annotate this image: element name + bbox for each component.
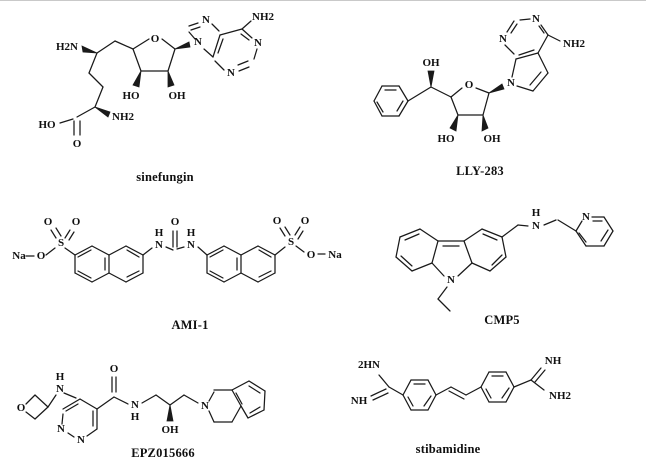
compound-name-cmp5: CMP5 [484, 313, 520, 327]
atom-label-h-amide: H [131, 411, 140, 423]
atom-label-nh-left: NH [351, 395, 368, 407]
atom-label-o-s-right-1: O [273, 215, 282, 227]
atom-label-nh2-right: NH2 [549, 390, 572, 402]
atom-label-ring-o: O [465, 79, 474, 91]
atom-label-n3: N [532, 13, 540, 25]
epz015666-bonds [25, 376, 266, 438]
atom-label-nh2-adenine: NH2 [252, 11, 275, 23]
lly283-bonds [373, 18, 561, 132]
stibamidine-structure: 2HN NH NH NH2 stibamidine [351, 355, 572, 456]
atom-label-n-pyrrole: N [507, 77, 515, 89]
atom-label-n1: N [254, 37, 262, 49]
epz015666-structure: O N H N N O N H OH N EPZ015666 [17, 363, 266, 460]
cmp5-structure: N N H N CMP5 [395, 207, 614, 327]
atom-label-ring-o: O [151, 33, 160, 45]
atom-label-o-oxetane: O [17, 402, 26, 414]
ami1-bonds [25, 226, 326, 283]
stibamidine-bonds [370, 367, 546, 411]
atom-label-oh-chain: OH [161, 424, 179, 436]
atom-label-ho-ribose: HO [437, 133, 455, 145]
atom-label-o-na-left: O [37, 250, 46, 262]
atom-label-h-urea-right: H [187, 227, 196, 239]
sinefungin-bonds [59, 20, 258, 136]
atom-label-n-carbazole: N [447, 274, 455, 286]
atom-label-o-na-right: O [307, 249, 316, 261]
atom-label-oh-ribose: OH [168, 90, 186, 102]
atom-label-o-urea: O [171, 216, 180, 228]
atom-label-n-urea-left: N [155, 239, 163, 251]
atom-label-h-amine: H [532, 207, 541, 219]
compound-name-lly283: LLY-283 [456, 164, 504, 178]
atom-label-oh-ribose: OH [483, 133, 501, 145]
lly283-structure: OH O HO OH N N N NH2 LLY-283 [373, 13, 586, 178]
atom-label-h-urea-left: H [155, 227, 164, 239]
atom-label-nh2: NH2 [563, 38, 586, 50]
atom-label-n-pyrimidine-2: N [77, 434, 85, 446]
atom-label-n-amino: N [56, 383, 64, 395]
sinefungin-structure: H2N O HO OH N N N N NH2 NH2 HO O sinefun… [38, 11, 275, 184]
atom-label-o-s-right-2: O [301, 215, 310, 227]
atom-label-o-s-left-1: O [44, 216, 53, 228]
ami1-structure: Na O S O O N H O N H S O O O Na AMI-1 [12, 215, 342, 332]
atom-label-o-acid: O [73, 138, 82, 150]
atom-label-n-pyridine: N [582, 211, 590, 223]
atom-label-na-left: Na [12, 250, 26, 262]
atom-label-n-amine: N [532, 220, 540, 232]
compound-name-stibamidine: stibamidine [416, 442, 481, 456]
atom-label-n-amide: N [131, 399, 139, 411]
atom-label-o-s-left-2: O [72, 216, 81, 228]
atom-label-n-thiq: N [201, 400, 209, 412]
atom-label-na-right: Na [328, 249, 342, 261]
atom-label-n7: N [202, 14, 210, 26]
atom-label-ho-acid: HO [38, 119, 56, 131]
atom-label-s-left: S [58, 237, 64, 249]
atom-label-ho-ribose: HO [122, 90, 140, 102]
atom-label-n3: N [227, 67, 235, 79]
atom-label-n1: N [499, 33, 507, 45]
atom-label-oh-benzylic: OH [422, 57, 440, 69]
atom-label-nh-right: NH [545, 355, 562, 367]
atom-label-n-urea-right: N [187, 239, 195, 251]
compound-name-epz015666: EPZ015666 [131, 446, 195, 460]
atom-label-n-pyrimidine-1: N [57, 423, 65, 435]
atom-label-nh2-alpha: NH2 [112, 111, 135, 123]
atom-label-h-amino: H [56, 371, 65, 383]
atom-label-o-carbonyl: O [110, 363, 119, 375]
atom-label-n9: N [194, 36, 202, 48]
compound-name-ami1: AMI-1 [171, 318, 208, 332]
atom-label-h2n-left: 2HN [358, 359, 380, 371]
compound-name-sinefungin: sinefungin [136, 170, 194, 184]
atom-label-s-right: S [288, 236, 294, 248]
atom-label-h2n: H2N [56, 41, 78, 53]
cmp5-bonds [395, 216, 614, 312]
